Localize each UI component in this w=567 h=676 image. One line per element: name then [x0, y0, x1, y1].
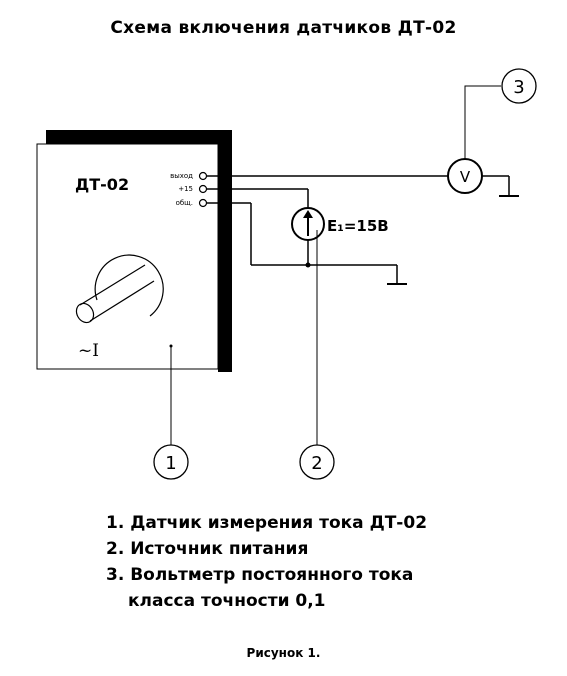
wires [207, 175, 510, 284]
callout-1-label: 1 [165, 453, 176, 474]
callout-2-label: 2 [311, 453, 322, 474]
current-symbol: ~I [78, 341, 99, 361]
legend-item: 2. Источник питания [106, 539, 309, 559]
callout-3-label: 3 [513, 77, 524, 98]
callout-leaders [170, 85, 501, 445]
voltmeter-symbol: V [460, 168, 471, 186]
callout-anchor-dot [169, 344, 173, 348]
legend-item: класса точности 0,1 [128, 591, 326, 611]
diagram-title: Схема включения датчиков ДТ-02 [110, 18, 457, 38]
terminal-plus15 [198, 184, 208, 194]
wiring-diagram: ДТ-02 выход +15 общ. ~I E₁=15В V [36, 68, 537, 480]
callout-3 [501, 68, 537, 104]
terminal-label-plus15: +15 [178, 185, 193, 193]
terminal-label-output: выход [170, 172, 193, 180]
legend-item: 3. Вольтметр постоянного тока [106, 565, 414, 585]
power-source-arrowhead [303, 210, 313, 218]
figure-caption: Рисунок 1. [246, 646, 321, 660]
terminal-common [198, 198, 208, 208]
sensor-name: ДТ-02 [75, 175, 129, 194]
source-label: E₁=15В [327, 217, 389, 235]
legend-item: 1. Датчик измерения тока ДТ-02 [106, 513, 428, 533]
conductor-symbol [75, 254, 164, 324]
legend: 1. Датчик измерения тока ДТ-02 2. Источн… [106, 510, 427, 614]
callout-2 [299, 444, 335, 480]
sensor-body [36, 143, 219, 370]
terminal-label-common: общ. [176, 199, 193, 207]
callout-1 [153, 444, 189, 480]
terminal-output [198, 171, 208, 181]
junction-dot [305, 262, 311, 268]
